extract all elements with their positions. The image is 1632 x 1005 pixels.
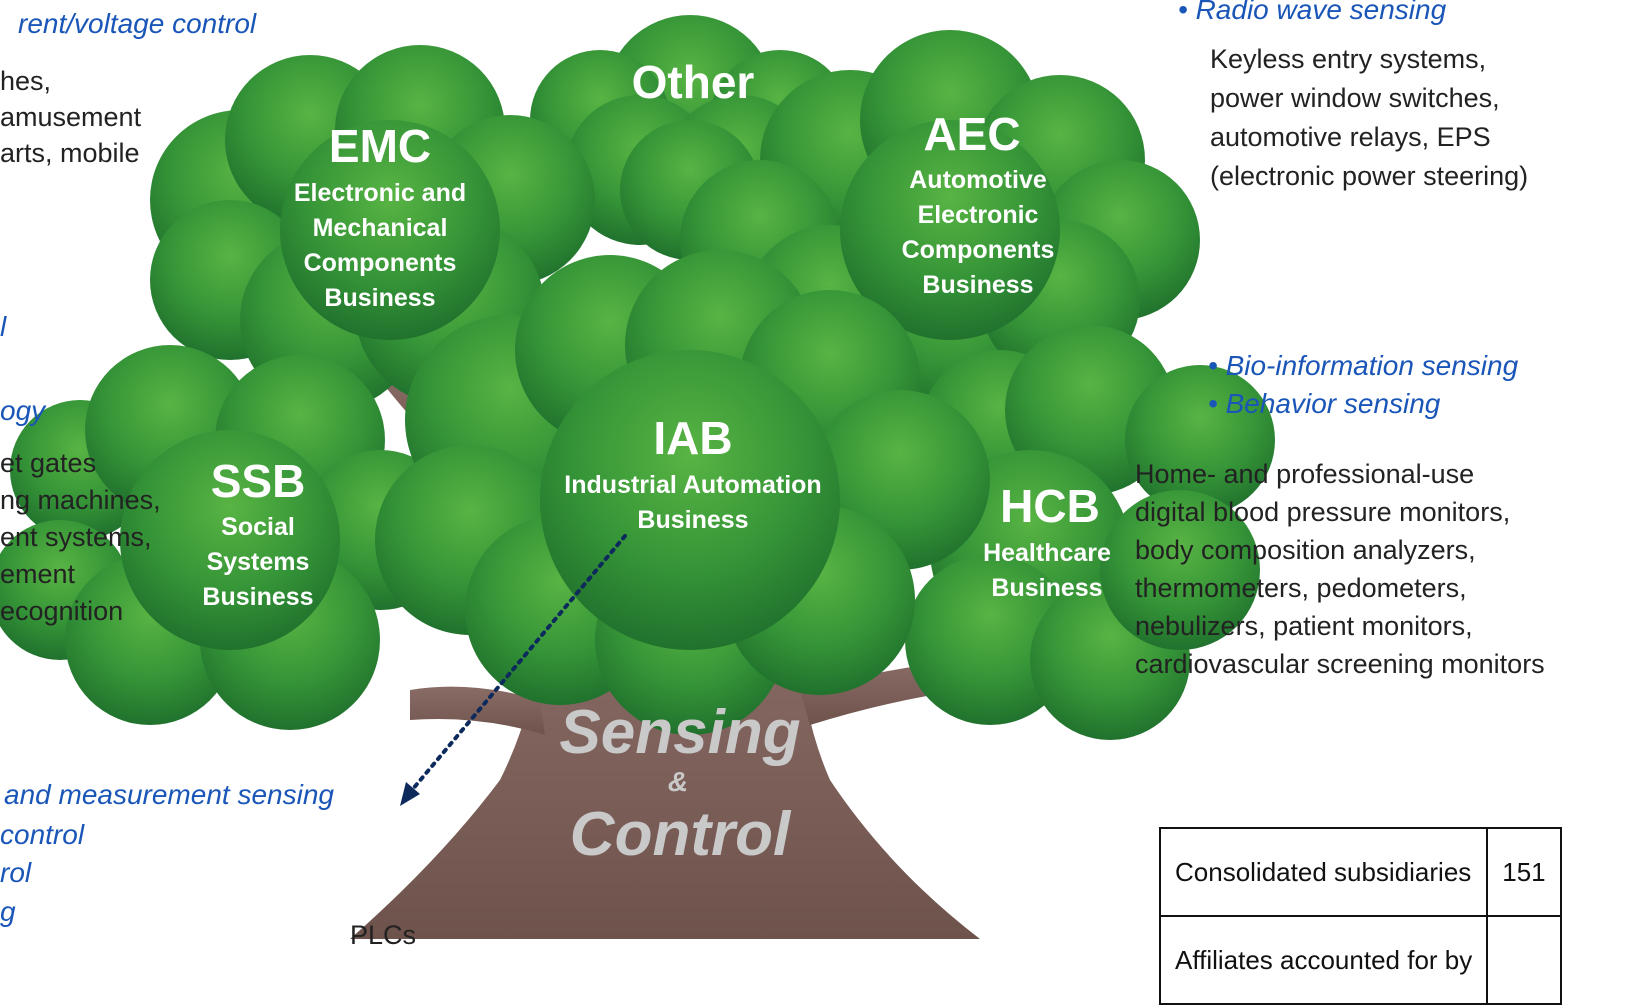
crown-emc bbox=[150, 45, 595, 410]
label-emc-line-4: Business bbox=[324, 284, 436, 312]
table-cell-label: Affiliates accounted for by bbox=[1158, 915, 1489, 1005]
left-mid-marker: l bbox=[0, 311, 7, 342]
table-row: Affiliates accounted for by bbox=[1158, 915, 1562, 1005]
left-mid-heading: ogy bbox=[0, 395, 46, 426]
hcb-products-line-4: thermometers, pedometers, bbox=[1135, 573, 1467, 603]
label-emc-line-2: Mechanical bbox=[312, 214, 448, 242]
aec-products-line-4: (electronic power steering) bbox=[1210, 161, 1529, 191]
crown-aec bbox=[680, 30, 1200, 410]
label-emc-abbr: EMC bbox=[328, 120, 432, 172]
label-hcb-line-2: Business bbox=[991, 574, 1103, 602]
left-mid-line-3: ent systems, bbox=[0, 522, 152, 552]
crown-iab bbox=[375, 250, 990, 735]
label-hcb-abbr: HCB bbox=[1000, 480, 1100, 532]
bio-heading-1: • Bio-information sensing bbox=[1208, 350, 1519, 381]
label-ssb-line-1: Social bbox=[221, 513, 295, 541]
left-mid-line-1: et gates bbox=[0, 448, 97, 478]
label-emc-line-1: Electronic and bbox=[293, 179, 467, 207]
subsidiaries-table: Consolidated subsidiaries 151 Affiliates… bbox=[1158, 827, 1562, 1005]
label-ssb-abbr: SSB bbox=[210, 455, 306, 507]
trunk-word-control: Control bbox=[569, 800, 791, 869]
hcb-products-line-5: nebulizers, patient monitors, bbox=[1135, 611, 1473, 641]
table-cell-value bbox=[1486, 915, 1562, 1005]
hcb-products-line-2: digital blood pressure monitors, bbox=[1135, 497, 1511, 527]
label-aec-line-4: Business bbox=[922, 271, 1034, 299]
label-aec-line-2: Electronic bbox=[917, 201, 1039, 229]
aec-products-line-3: automotive relays, EPS bbox=[1210, 122, 1491, 152]
left-mid-line-5: ecognition bbox=[0, 596, 124, 626]
bio-heading-2: • Behavior sensing bbox=[1208, 388, 1441, 419]
hcb-products-line-6: cardiovascular screening monitors bbox=[1135, 649, 1545, 679]
left-bottom-line-3: rol bbox=[0, 857, 32, 888]
left-bottom-line-1: and measurement sensing bbox=[4, 779, 334, 810]
label-aec-line-3: Components bbox=[901, 236, 1055, 264]
label-emc-line-3: Components bbox=[303, 249, 457, 277]
left-top-line-3: arts, mobile bbox=[0, 138, 140, 168]
radio-wave-heading: • Radio wave sensing bbox=[1178, 0, 1447, 25]
left-top-line-2: amusement bbox=[0, 102, 142, 132]
label-other: Other bbox=[631, 56, 755, 108]
crown-hcb bbox=[905, 325, 1275, 740]
left-top-heading: rent/voltage control bbox=[18, 8, 257, 39]
aec-products-line-2: power window switches, bbox=[1210, 83, 1500, 113]
label-iab-line-1: Industrial Automation bbox=[564, 471, 822, 499]
trunk-ampersand: & bbox=[667, 766, 689, 797]
left-mid-line-4: ement bbox=[0, 559, 76, 589]
label-aec-line-1: Automotive bbox=[909, 166, 1047, 194]
label-iab-line-2: Business bbox=[637, 506, 749, 534]
dotted-arrow bbox=[400, 534, 627, 806]
left-bottom-line-2: control bbox=[0, 819, 85, 850]
aec-products-line-1: Keyless entry systems, bbox=[1210, 44, 1487, 74]
label-ssb-line-3: Business bbox=[202, 583, 314, 611]
tree-illustration bbox=[0, 15, 1275, 939]
hcb-products-line-1: Home- and professional-use bbox=[1135, 459, 1475, 489]
label-hcb-line-1: Healthcare bbox=[983, 539, 1111, 567]
left-top-line-1: hes, bbox=[0, 66, 52, 96]
left-cut-line: PLCs bbox=[350, 920, 417, 950]
table-cell-label: Consolidated subsidiaries bbox=[1158, 827, 1489, 917]
table-row: Consolidated subsidiaries 151 bbox=[1158, 827, 1562, 917]
label-aec-abbr: AEC bbox=[923, 108, 1021, 160]
left-mid-line-2: ng machines, bbox=[0, 485, 161, 515]
label-iab-abbr: IAB bbox=[653, 412, 733, 464]
label-ssb-line-2: Systems bbox=[206, 548, 310, 576]
hcb-products-line-3: body composition analyzers, bbox=[1135, 535, 1476, 565]
left-bottom-line-4: g bbox=[0, 896, 16, 927]
trunk-word-sensing: Sensing bbox=[559, 698, 801, 767]
table-cell-value: 151 bbox=[1486, 827, 1562, 917]
